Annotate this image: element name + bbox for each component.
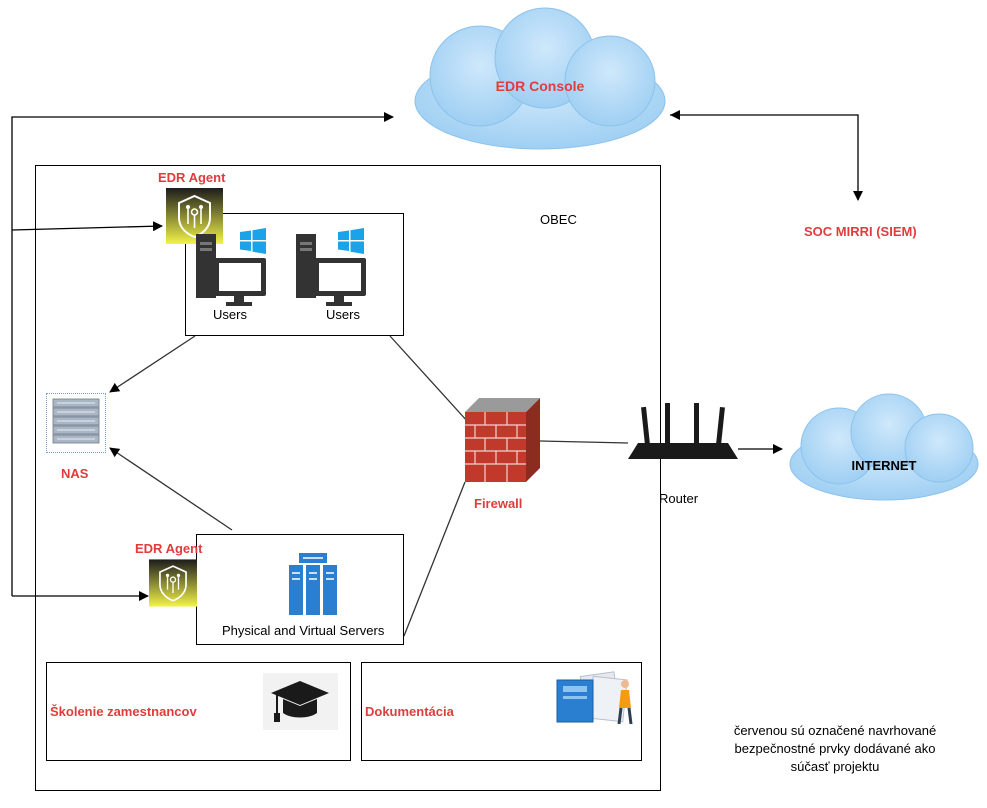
legend-note: červenou sú označené navrhované bezpečno… <box>690 722 980 776</box>
console-soc-link <box>670 114 863 201</box>
firewall-label: Firewall <box>474 496 523 511</box>
servers-nas-arrow <box>109 447 233 531</box>
users-firewall-line <box>389 335 469 423</box>
cloud-icon <box>789 393 979 501</box>
firewall-router-line <box>539 440 629 444</box>
graduation-cap-icon <box>263 673 338 730</box>
user1-label: Users <box>213 307 247 322</box>
obec-boundary <box>35 165 661 791</box>
note-line-2: bezpečnostné prvky dodávané ako <box>734 741 936 756</box>
training-box <box>46 662 351 761</box>
nas-label: NAS <box>61 466 89 481</box>
desktop-pc-icon <box>296 228 368 306</box>
servers-label: Physical and Virtual Servers <box>222 623 385 638</box>
router-label: Router <box>659 491 699 506</box>
brick-firewall-icon <box>465 398 540 482</box>
documentation-label: Dokumentácia <box>365 704 454 719</box>
wifi-router-icon <box>628 403 738 461</box>
users-nas-arrow <box>109 335 196 393</box>
windows-logo-icon <box>240 228 266 254</box>
servers-firewall-line <box>403 481 466 637</box>
edr-agent-icon <box>149 558 197 608</box>
users-group-box <box>185 213 404 336</box>
server-rack-icon <box>289 553 337 615</box>
user2-label: Users <box>326 307 360 322</box>
training-label: Školenie zamestnancov <box>50 704 197 719</box>
soc-label: SOC MIRRI (SIEM) <box>804 224 917 239</box>
edr-console-cloud: EDR Console <box>405 6 675 156</box>
note-line-3: súčasť projektu <box>790 759 880 774</box>
edr-console-label: EDR Console <box>495 78 585 94</box>
edr-agent-top-label: EDR Agent <box>158 170 226 185</box>
nas-storage-icon <box>46 393 106 453</box>
documentation-box <box>361 662 642 761</box>
note-line-1: červenou sú označené navrhované <box>733 723 937 738</box>
windows-logo-icon <box>338 228 364 254</box>
documentation-icon <box>555 670 637 725</box>
edr-console-feed-line <box>11 112 394 596</box>
edr-agent-top-arrow <box>11 221 163 232</box>
internet-label: INTERNET <box>851 458 917 473</box>
obec-label: OBEC <box>540 212 577 227</box>
internet-cloud: INTERNET <box>784 390 984 505</box>
cloud-icon <box>414 7 666 150</box>
desktop-pc-icon <box>196 228 268 306</box>
edr-agent-bottom-label: EDR Agent <box>135 541 203 556</box>
